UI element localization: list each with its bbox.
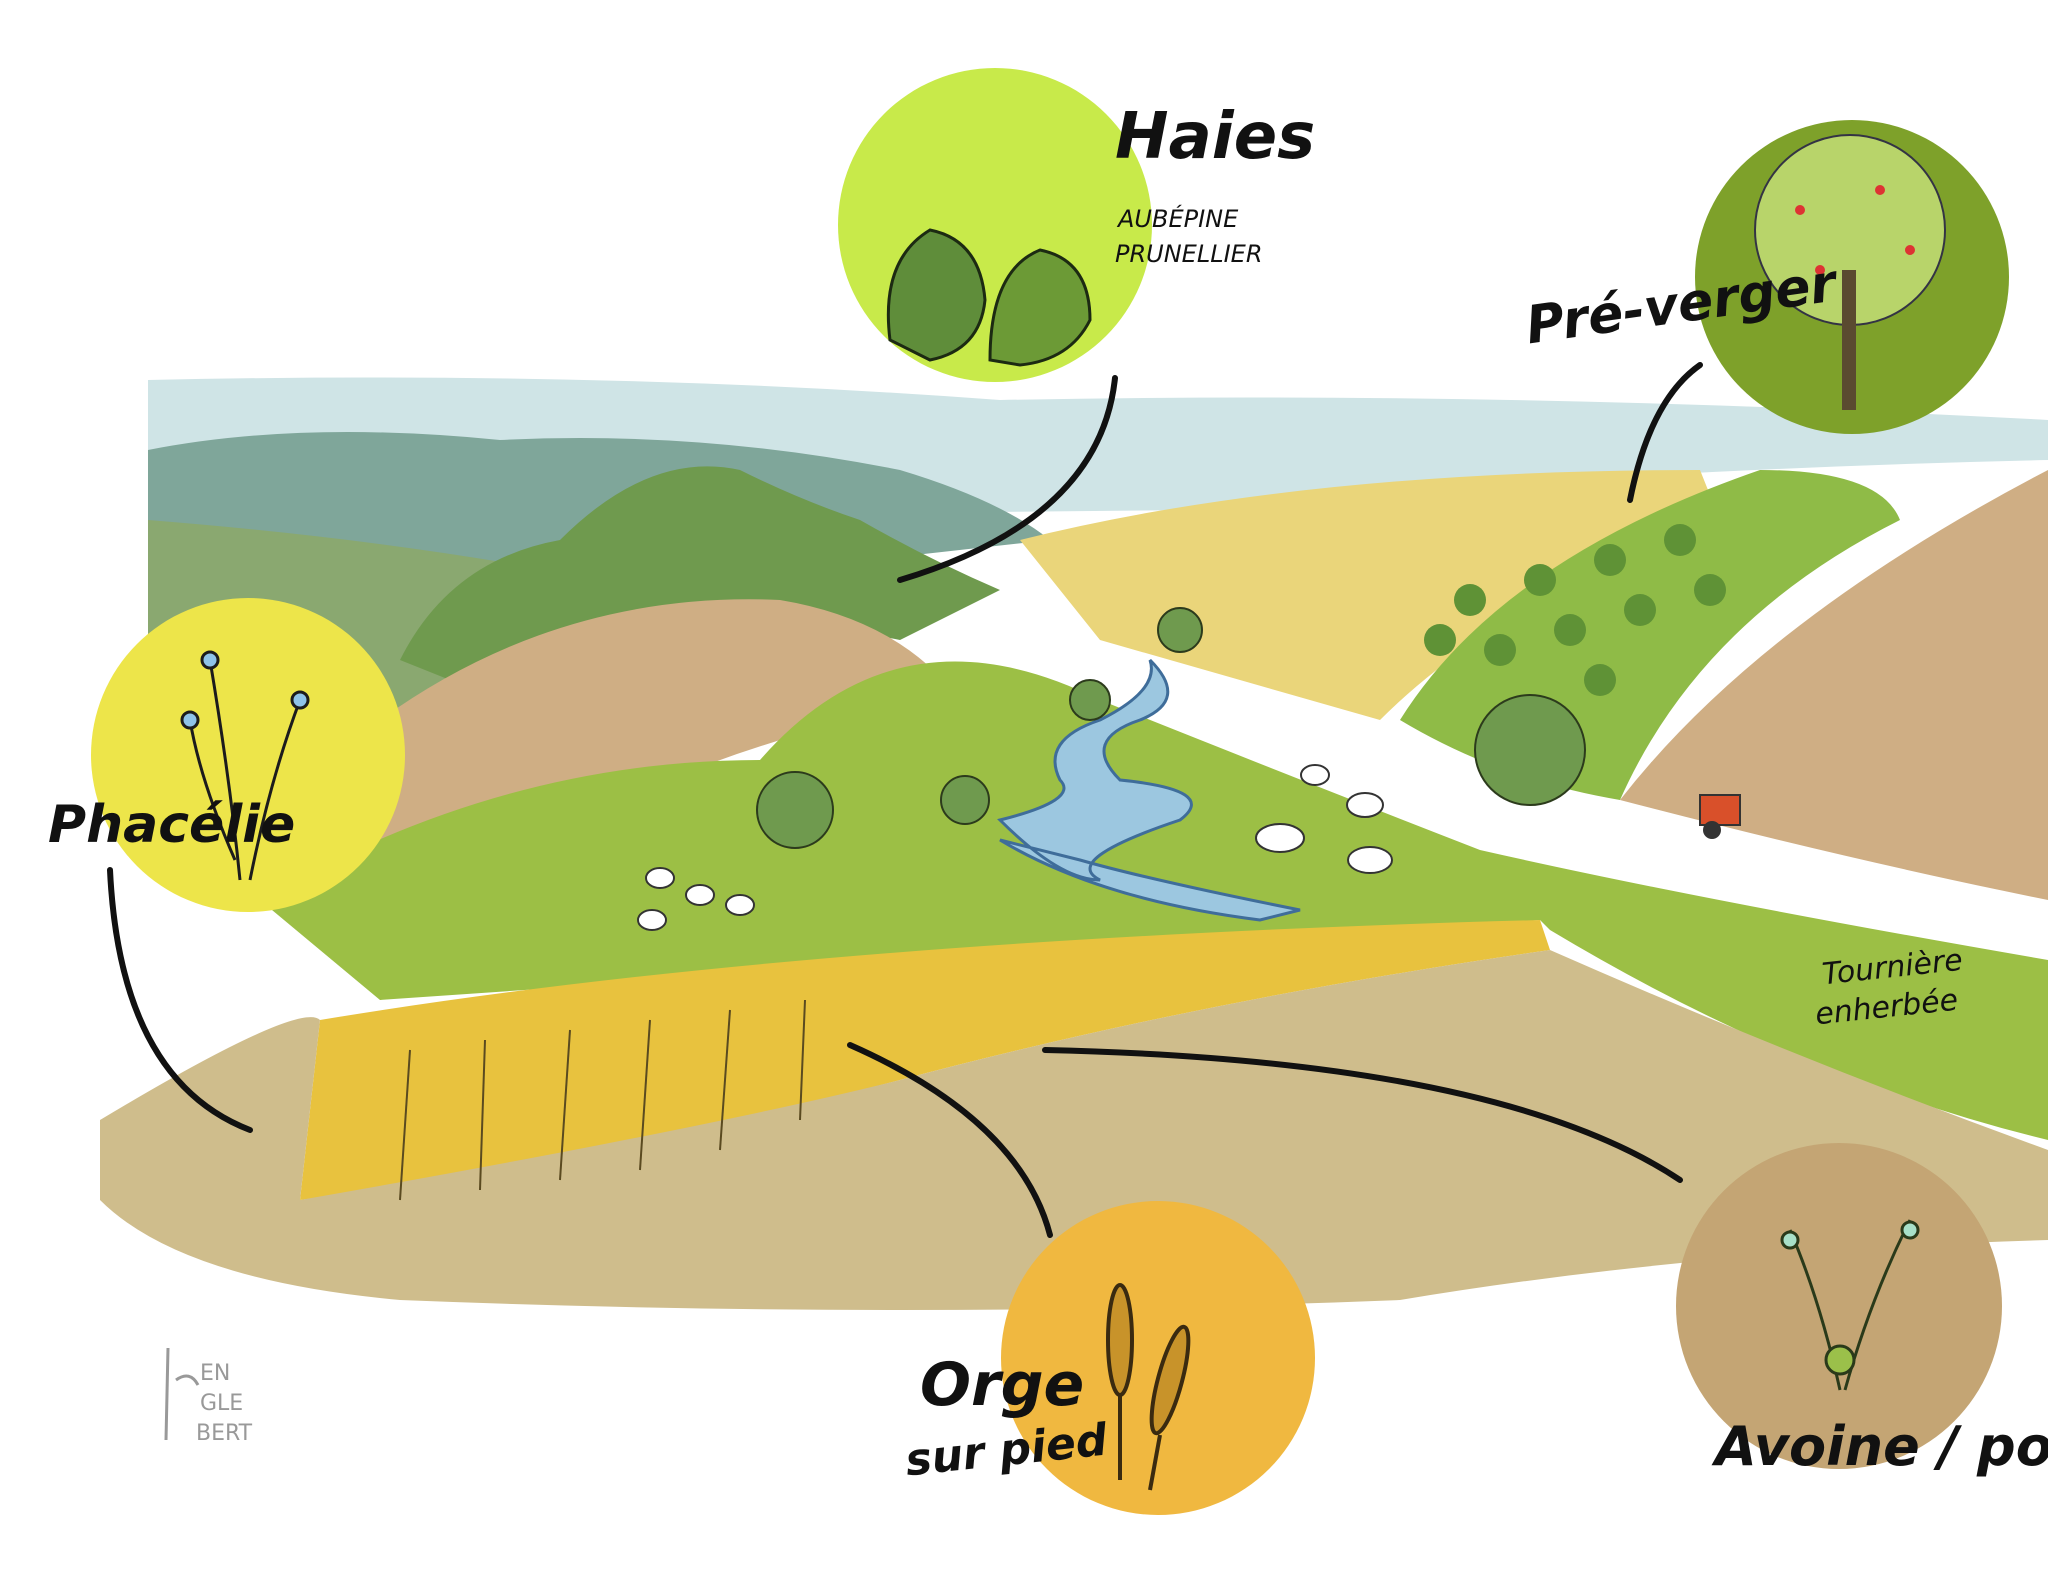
phacelie-title: Phacélie (48, 795, 296, 855)
svg-text:GLE: GLE (200, 1391, 243, 1416)
avoine-title: Avoine / pois (1715, 1415, 2048, 1478)
trees (756, 607, 1586, 849)
svg-text:BERT: BERT (196, 1421, 253, 1446)
haies-title: Haies (1115, 100, 1316, 174)
haies-subtitle-aubepine: AUBÉPINE (1118, 205, 1239, 233)
wheat-stalks (399, 999, 806, 1201)
sheep-and-cows (637, 764, 1393, 931)
barley-icon (1106, 1283, 1191, 1491)
fruit-tree-icon (1754, 134, 1946, 410)
oat-pea-field (100, 950, 2048, 1310)
haies-subtitle-prunellier: PRUNELLIER (1115, 240, 1263, 268)
artist-signature: EN GLE BERT (164, 1347, 253, 1446)
orchard-trees (1424, 524, 1726, 696)
oat-pea-icon (1780, 1219, 1920, 1391)
tractor-icon (1699, 794, 1741, 839)
orge-line-1: Orge (920, 1350, 1085, 1420)
orge-circle (1001, 1201, 1315, 1515)
plowed-field-right (1620, 470, 2048, 900)
avoine-circle (1676, 1143, 2002, 1469)
wheat-field (300, 920, 1550, 1200)
hedge-icon (886, 228, 1092, 367)
svg-text:EN: EN (200, 1361, 230, 1386)
yellow-field (1020, 470, 1720, 720)
phacelie-circle (91, 598, 405, 912)
callout-lines (107, 362, 1703, 1238)
phacelia-flower-icon (180, 650, 310, 881)
river (997, 658, 1301, 922)
